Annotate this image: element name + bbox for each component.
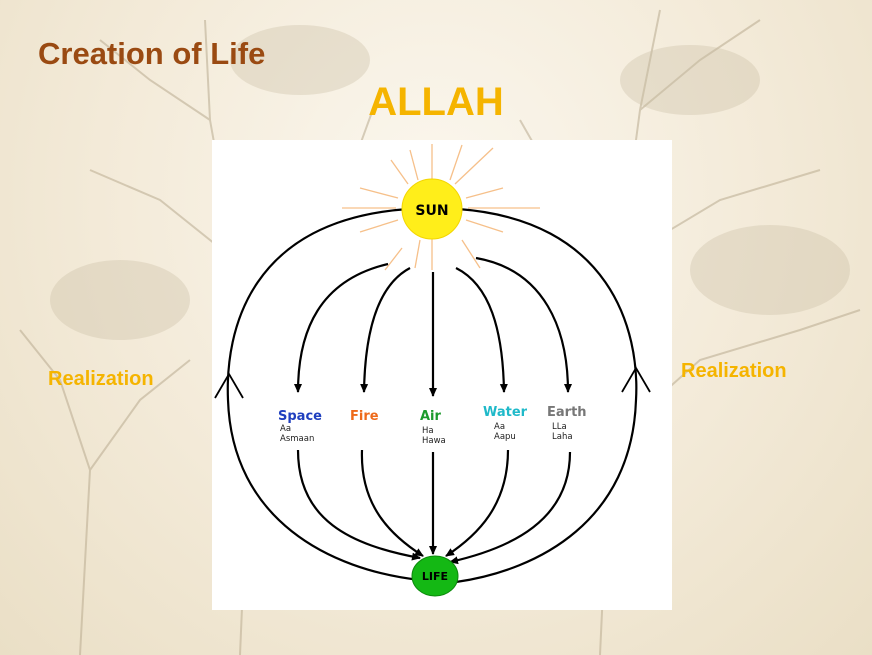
element-space-name: Space: [278, 409, 322, 424]
element-fire: Fire: [350, 409, 379, 424]
arrow-sun-to-water: [455, 267, 508, 393]
arrow-sun-to-space: [294, 262, 389, 393]
right-realization-loop: [455, 207, 638, 584]
slide-title: Creation of Life: [38, 36, 266, 71]
arrow-water-to-life: [445, 449, 510, 557]
element-earth-line1: LLa: [552, 422, 567, 432]
arrow-sun-to-fire: [360, 267, 411, 393]
sun-rays: [342, 144, 540, 271]
life-ellipse: [411, 555, 459, 597]
slide-subtitle: ALLAH: [368, 80, 504, 124]
element-earth-line2: Laha: [552, 432, 573, 442]
arrow-space-to-life: [296, 449, 421, 561]
element-water: Water Aa Aapu: [483, 405, 528, 442]
element-air: Air Ha Hawa: [420, 409, 446, 446]
element-air-name: Air: [420, 409, 442, 424]
element-space-line1: Aa: [280, 424, 291, 434]
sun-node: SUN: [401, 178, 463, 240]
left-realization-loop: [226, 207, 421, 582]
element-space-line2: Asmaan: [280, 434, 314, 444]
right-realization-label: Realization: [681, 360, 787, 382]
left-realization-label: Realization: [48, 368, 154, 390]
element-fire-name: Fire: [350, 409, 379, 424]
element-space: Space Aa Asmaan: [278, 409, 322, 444]
element-earth: Earth LLa Laha: [547, 405, 587, 442]
life-node: LIFE: [411, 555, 459, 597]
element-water-line1: Aa: [494, 422, 505, 432]
left-loop-arrowhead: [214, 372, 244, 399]
element-water-name: Water: [483, 405, 528, 420]
arrow-earth-to-life: [449, 451, 572, 565]
element-air-line1: Ha: [422, 426, 434, 436]
element-air-line2: Hawa: [422, 436, 446, 446]
sun-circle: [401, 178, 463, 240]
element-water-line2: Aapu: [494, 432, 516, 442]
element-earth-name: Earth: [547, 405, 587, 420]
arrow-sun-to-earth: [475, 256, 572, 393]
life-label: LIFE: [422, 570, 448, 583]
right-loop-arrowhead: [621, 366, 651, 393]
sun-label: SUN: [415, 203, 448, 219]
arrow-fire-to-life: [360, 449, 424, 557]
